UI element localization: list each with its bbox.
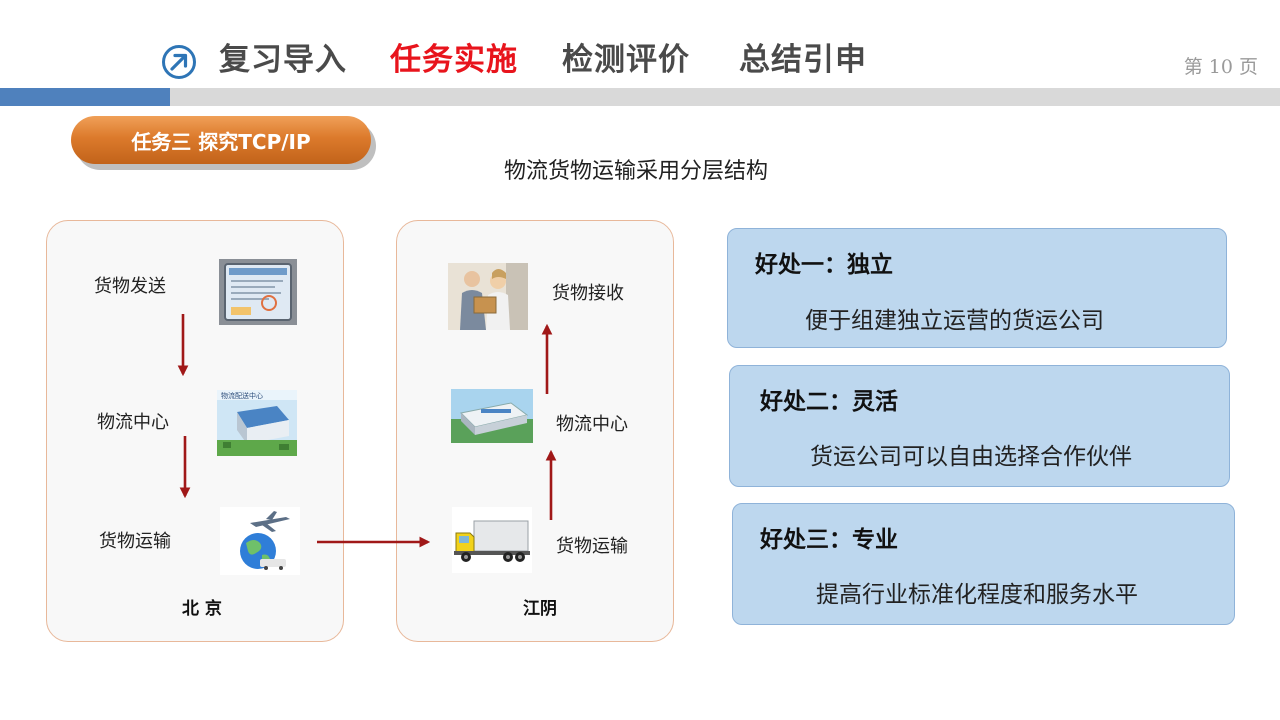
page-number: 第 10 页 [1183,56,1258,78]
logistics-center-picture-right [451,389,533,443]
benefit-desc: 便于组建独立运营的货运公司 [805,308,1104,334]
benefit-box-independent: 好处一：独立 便于组建独立运营的货运公司 [727,228,1227,348]
benefit-title: 好处三：专业 [760,527,898,553]
step-label-center-left: 物流中心 [97,412,169,433]
tab-review-intro[interactable]: 复习导入 [219,42,347,78]
arrow-up-right-circle-icon [162,45,196,79]
step-label-send: 货物发送 [94,276,166,297]
step-label-transport-left: 货物运输 [99,531,171,552]
step-label-transport-right: 货物运输 [556,536,628,557]
tab-test-evaluation[interactable]: 检测评价 [562,42,690,78]
truck-picture [452,507,532,573]
diagram-subtitle: 物流货物运输采用分层结构 [503,159,768,184]
airplane-globe-picture [220,507,300,575]
step-label-center-right: 物流中心 [556,414,628,435]
logistics-center-picture-left: 物流配送中心 [217,390,297,456]
svg-text:物流配送中心: 物流配送中心 [221,391,263,400]
city-label-beijing: 北 京 [182,599,222,619]
tab-summary-extension[interactable]: 总结引申 [739,42,867,78]
tablet-form-picture [219,259,297,325]
benefit-box-flexible: 好处二：灵活 货运公司可以自由选择合作伙伴 [729,365,1230,487]
step-label-receive: 货物接收 [552,283,624,304]
benefit-title: 好处二：灵活 [760,389,898,415]
delivery-person-picture [448,263,528,330]
benefit-title: 好处一：独立 [755,252,893,278]
header-divider-accent [0,88,170,106]
jiangyin-panel [396,220,674,642]
task-label-pill: 任务三 探究TCP/IP [71,116,371,164]
city-label-jiangyin: 江阴 [523,599,557,619]
benefit-desc: 货运公司可以自由选择合作伙伴 [810,444,1132,470]
header-divider-bar [0,88,1280,106]
benefit-desc: 提高行业标准化程度和服务水平 [816,582,1138,608]
tab-task-implementation[interactable]: 任务实施 [390,42,518,78]
benefit-box-professional: 好处三：专业 提高行业标准化程度和服务水平 [732,503,1235,625]
